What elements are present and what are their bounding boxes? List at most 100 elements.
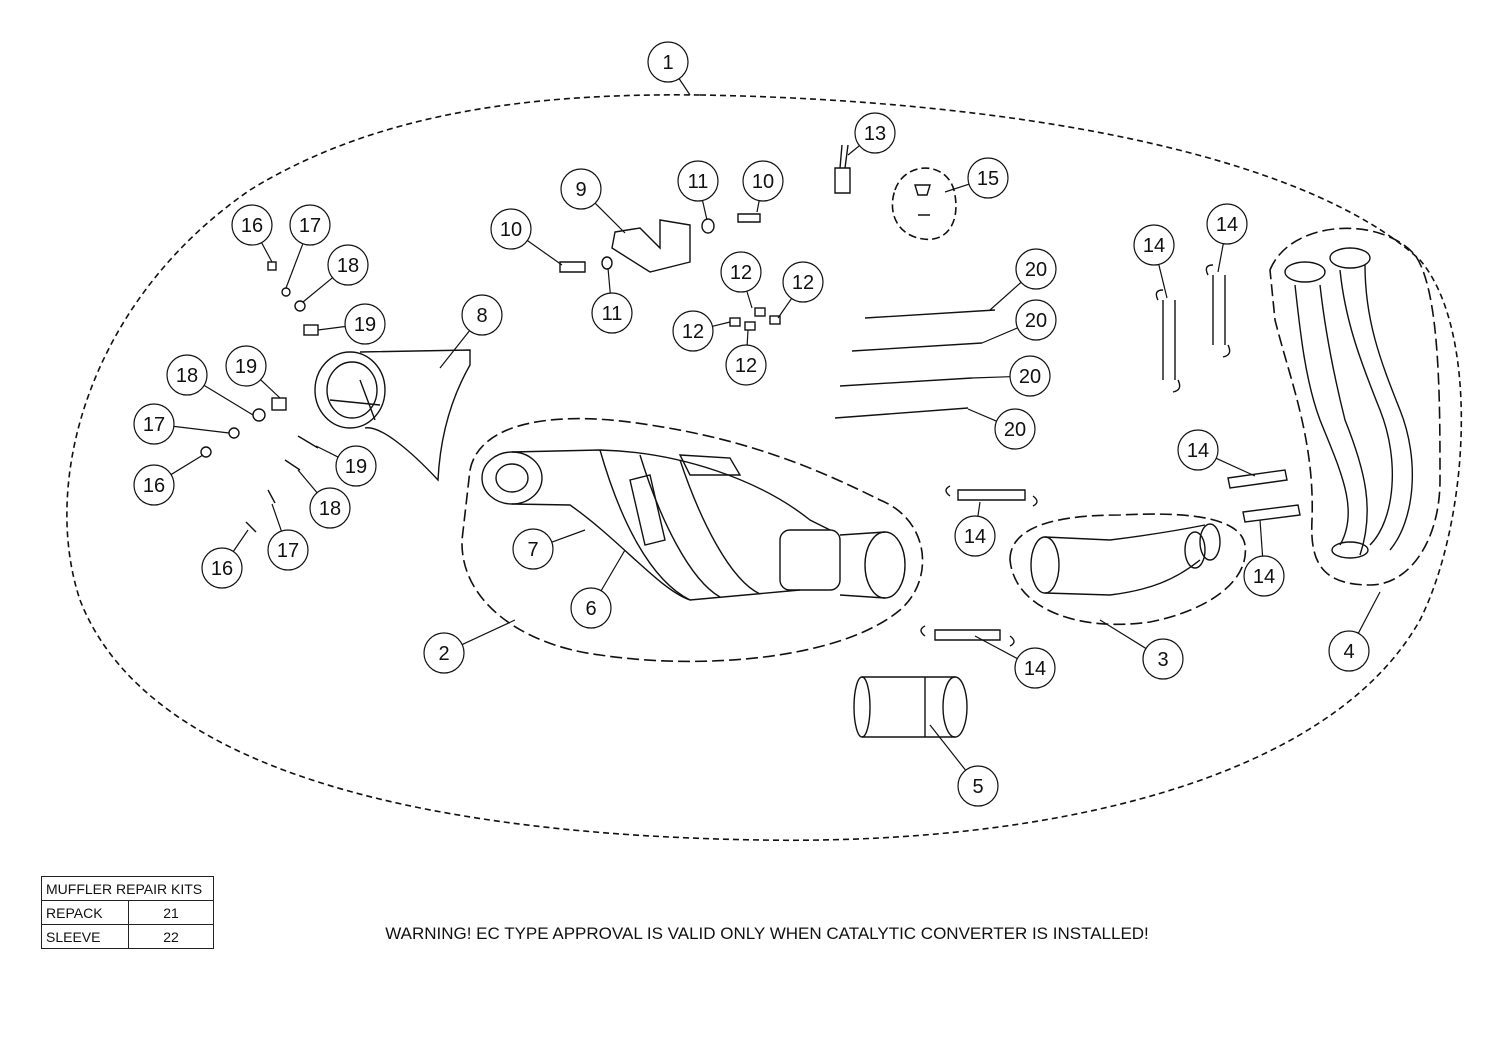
callout-1: 1	[647, 41, 691, 96]
callout-circle	[133, 464, 175, 506]
callout-10: 10	[742, 160, 784, 213]
callout-number: 10	[752, 171, 774, 193]
leader-line	[974, 635, 1018, 660]
sensor-part	[834, 144, 851, 194]
callout-circle	[201, 547, 243, 589]
bracket-group-outline	[891, 167, 957, 241]
callout-circle	[327, 244, 369, 286]
callout-circle	[725, 344, 767, 386]
callout-16: 16	[133, 454, 204, 506]
link-pipe-group-outline	[1009, 513, 1247, 626]
callout-number: 11	[602, 303, 623, 325]
callout-number: 20	[1025, 259, 1047, 281]
leader-line	[285, 243, 304, 289]
callout-circle	[967, 157, 1009, 199]
callout-2: 2	[423, 619, 516, 674]
callout-number: 14	[1143, 235, 1165, 257]
callout-circle	[854, 112, 896, 154]
callout-number: 14	[1253, 566, 1275, 588]
callout-7: 7	[512, 528, 586, 570]
callout-circle	[289, 204, 331, 246]
leader-line	[967, 408, 997, 422]
leader-line	[600, 549, 626, 592]
callout-14: 14	[1177, 429, 1256, 477]
callout-12: 12	[777, 261, 824, 319]
callout-14: 14	[974, 635, 1056, 689]
leader-line	[777, 298, 793, 319]
callout-number: 17	[143, 414, 165, 436]
callout-number: 16	[211, 558, 233, 580]
callout-18: 18	[166, 354, 254, 416]
callout-number: 12	[735, 355, 757, 377]
callout-number: 13	[864, 123, 886, 145]
callout-9: 9	[560, 168, 626, 234]
leader-line	[971, 376, 1011, 379]
callout-20: 20	[967, 408, 1036, 450]
leader-line	[317, 325, 346, 331]
callout-number: 3	[1157, 649, 1168, 671]
warning-text: WARNING! EC TYPE APPROVAL IS VALID ONLY …	[385, 924, 1149, 943]
leader-line	[989, 281, 1022, 311]
muffler-repair-kits-table: MUFFLER REPAIR KITS REPACK 21 SLEEVE 22	[41, 876, 214, 949]
kit-number: 22	[128, 924, 214, 949]
leader-line	[712, 321, 731, 327]
table-row: SLEEVE 22	[41, 924, 214, 949]
callout-circle	[1177, 429, 1219, 471]
callout-circle	[461, 294, 503, 336]
table-title: MUFFLER REPAIR KITS	[41, 876, 214, 901]
callout-circle	[742, 160, 784, 202]
callout-circle	[267, 529, 309, 571]
callout-circle	[672, 310, 714, 352]
callout-circle	[166, 354, 208, 396]
callout-circle	[490, 208, 532, 250]
leader-line	[847, 145, 860, 156]
callout-18: 18	[302, 244, 369, 303]
callout-14: 14	[1206, 203, 1248, 273]
callout-5: 5	[929, 724, 999, 807]
callout-number: 4	[1343, 641, 1354, 663]
callout-circle	[344, 303, 386, 345]
callout-6: 6	[570, 549, 626, 629]
callout-circle	[957, 765, 999, 807]
callout-number: 18	[337, 255, 359, 277]
leader-line	[678, 78, 691, 96]
leader-line	[302, 277, 333, 303]
callout-circle	[1015, 299, 1057, 341]
callout-number: 20	[1019, 366, 1041, 388]
callout-circle	[335, 445, 377, 487]
leader-line	[1357, 591, 1381, 634]
kit-boundary-outline	[66, 94, 1463, 842]
callout-8: 8	[439, 294, 503, 369]
callout-10: 10	[490, 208, 563, 266]
callout-18: 18	[297, 469, 351, 529]
kit-name: REPACK	[41, 900, 129, 925]
muffler-part	[481, 449, 906, 601]
callout-number: 7	[527, 539, 538, 561]
callout-circle	[570, 587, 612, 629]
leader-line	[1217, 243, 1224, 273]
hardware-parts	[200, 213, 781, 533]
bracket-part	[611, 219, 691, 273]
callout-number: 12	[730, 262, 752, 284]
leader-line	[1099, 619, 1147, 649]
leader-line	[232, 529, 249, 552]
leader-line	[260, 242, 273, 263]
callout-number: 14	[964, 526, 986, 548]
callout-number: 20	[1004, 419, 1026, 441]
leader-line	[551, 529, 586, 543]
callout-number: 2	[438, 643, 449, 665]
callout-20: 20	[981, 299, 1057, 344]
callout-16: 16	[201, 529, 249, 589]
callout-number: 18	[176, 365, 198, 387]
callout-number: 14	[1187, 440, 1209, 462]
leader-line	[594, 202, 626, 234]
sleeve-part	[853, 676, 968, 738]
callout-number: 16	[143, 475, 165, 497]
callout-number: 11	[688, 171, 709, 193]
callout-number: 12	[682, 321, 704, 343]
callout-17: 17	[267, 503, 309, 571]
callout-3: 3	[1099, 619, 1184, 680]
callout-number: 15	[977, 168, 999, 190]
